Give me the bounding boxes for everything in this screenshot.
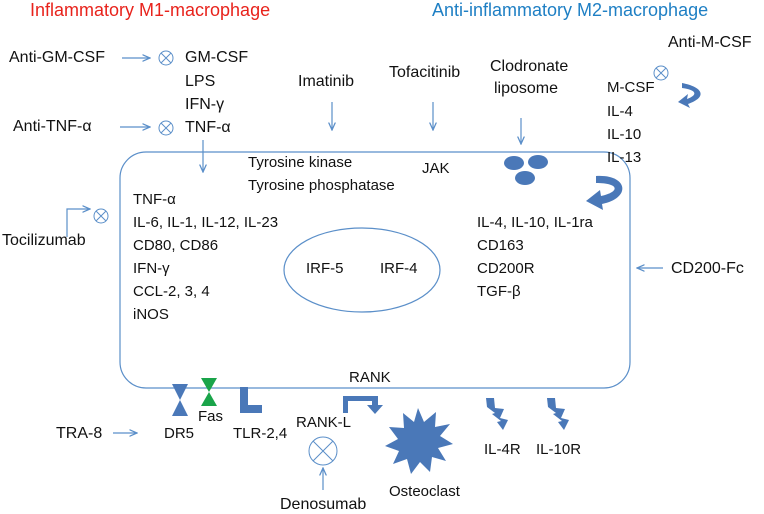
tlr-label: TLR-2,4 [233, 425, 288, 442]
inhibit-symbol-tocilizumab [93, 208, 109, 224]
osteoclast-label: Osteoclast [389, 483, 460, 500]
tocilizumab-label: Tocilizumab [2, 232, 86, 249]
m2-marker: IL-4, IL-10, IL-1ra [477, 214, 593, 231]
anti-gmcsf-label: Anti-GM-CSF [9, 49, 105, 66]
tofacitinib-label: Tofacitinib [389, 64, 461, 81]
inhibit-symbol-tnf [158, 120, 174, 136]
m2-stimulus: IL-13 [607, 149, 642, 166]
dr5-receptor-icon [172, 384, 188, 416]
m1-stimulus: IFN-γ [185, 96, 225, 113]
il4r-receptor-icon [486, 398, 508, 430]
il4r-label: IL-4R [484, 441, 521, 458]
tyrosine-phosphatase-label: Tyrosine phosphatase [248, 177, 395, 194]
nucleus [283, 227, 441, 313]
clodronate-label: Clodronate [490, 58, 569, 75]
inhibit-symbol-mcsf [653, 65, 669, 81]
curved-arrow-mcsf-icon [678, 83, 701, 108]
m2-stimulus: IL-10 [607, 126, 642, 143]
osteoclast-icon [385, 408, 453, 474]
m1-marker: iNOS [133, 306, 169, 323]
denosumab-label: Denosumab [280, 496, 367, 513]
cd200fc-label: CD200-Fc [671, 260, 744, 277]
dr5-label: DR5 [164, 425, 195, 442]
tra8-label: TRA-8 [56, 425, 103, 442]
rank-label: RANK [349, 369, 391, 386]
il10r-label: IL-10R [536, 441, 582, 458]
irf5-label: IRF-5 [306, 260, 344, 277]
tyrosine-kinase-label: Tyrosine kinase [248, 154, 353, 171]
imatinib-label: Imatinib [298, 73, 355, 90]
m2-stimulus: IL-4 [607, 103, 633, 120]
rank-receptor-icon [343, 396, 383, 414]
jak-label: JAK [422, 160, 450, 177]
fas-label: Fas [198, 408, 224, 425]
il10r-receptor-icon [547, 398, 569, 430]
liposome-particle [504, 156, 524, 170]
tlr-receptor-icon [240, 387, 262, 413]
inhibit-symbol-gmcsf [158, 50, 174, 66]
m1-marker: CD80, CD86 [133, 237, 219, 254]
curved-arrow-cell-icon [586, 175, 623, 210]
irf4-label: IRF-4 [380, 260, 418, 277]
liposome-particle [528, 155, 548, 169]
arrow-tocilizumab [66, 209, 90, 237]
m1-marker: IFN-γ [133, 260, 170, 277]
m2-marker: TGF-β [477, 283, 521, 300]
inhibit-symbol-denosumab [308, 436, 338, 466]
m1-marker: CCL-2, 3, 4 [133, 283, 210, 300]
m1-header: Inflammatory M1-macrophage [30, 0, 271, 20]
m1-marker: TNF-α [133, 191, 176, 208]
fas-receptor-icon [201, 378, 217, 406]
liposome-label: liposome [494, 80, 559, 97]
m1-stimulus: GM-CSF [185, 49, 249, 66]
rankl-label: RANK-L [296, 414, 352, 431]
m1-stimulus: LPS [185, 73, 216, 90]
m1-stimulus: TNF-α [185, 119, 231, 136]
liposome-particle [515, 171, 535, 185]
m2-header: Anti-inflammatory M2-macrophage [432, 0, 709, 20]
m2-marker: CD200R [477, 260, 535, 277]
m2-stimulus: M-CSF [607, 79, 655, 96]
cell-membrane [119, 151, 631, 389]
m1-marker: IL-6, IL-1, IL-12, IL-23 [133, 214, 279, 231]
anti-mcsf-label: Anti-M-CSF [668, 34, 752, 51]
anti-tnf-label: Anti-TNF-α [13, 118, 92, 135]
m2-marker: CD163 [477, 237, 524, 254]
